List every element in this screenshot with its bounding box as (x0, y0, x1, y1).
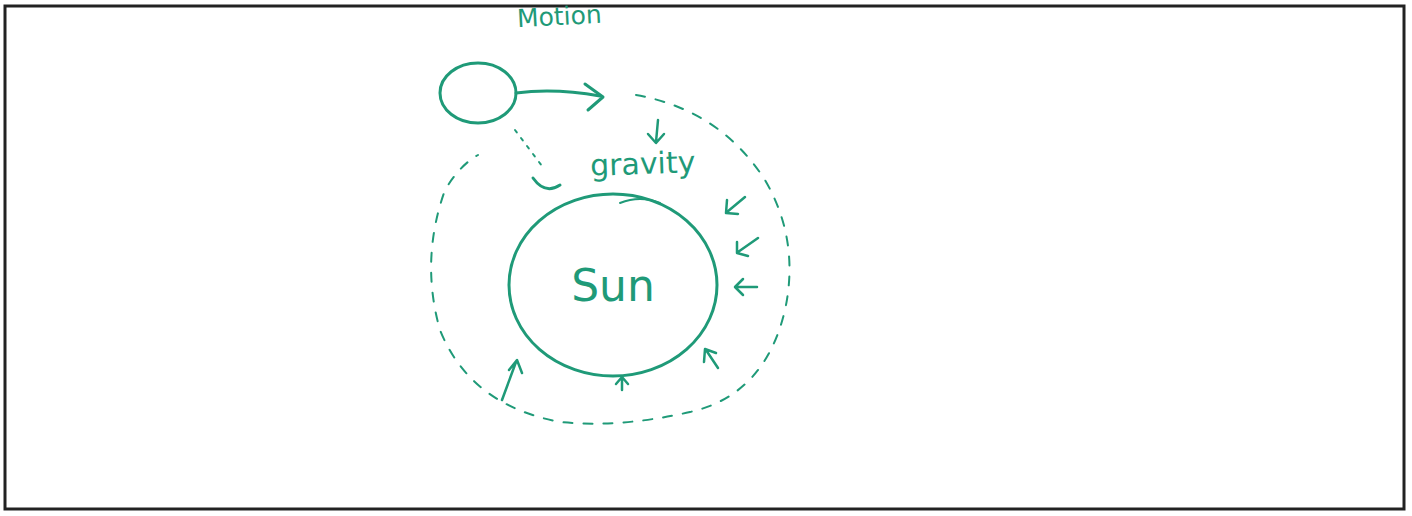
motion-arrow (516, 91, 600, 96)
motion-arrowhead (585, 84, 603, 110)
node-text: Sun (571, 260, 655, 311)
annotation-label: Motion (516, 0, 602, 33)
orbit-dots (515, 130, 545, 170)
gravity-arrow (737, 238, 758, 256)
annotation-label: gravity (589, 144, 696, 183)
frame (5, 6, 1404, 509)
planet-circle (440, 63, 516, 123)
sun-ellipse (509, 194, 717, 376)
gravity-arrow (502, 360, 522, 400)
gravity-arrow (616, 377, 628, 390)
orbit-path (431, 95, 789, 424)
gravity-arrow (726, 197, 745, 214)
gravity-hook (533, 178, 560, 189)
gravity-arrow (735, 279, 757, 295)
gravity-arrow (704, 349, 718, 368)
gravity-arrow (648, 120, 664, 143)
sun-circle: Sun (507, 192, 719, 378)
